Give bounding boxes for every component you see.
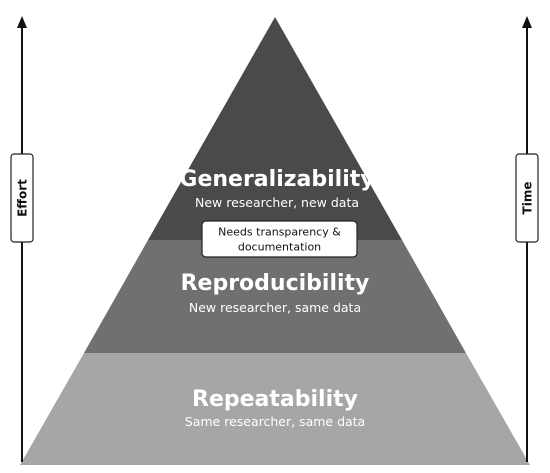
tier-reproducibility-shape <box>84 240 466 353</box>
time-label: Time <box>521 182 535 215</box>
tier-generalizability-shape <box>148 17 402 240</box>
effort-arrowhead-icon <box>17 16 27 28</box>
tier-reproducibility-subtitle: New researcher, same data <box>189 300 361 315</box>
time-arrowhead-icon <box>522 16 532 28</box>
tier-generalizability-title: Generalizability <box>179 167 374 192</box>
tier-reproducibility-title: Reproducibility <box>181 271 370 296</box>
tier-repeatability-title: Repeatability <box>192 387 358 412</box>
effort-label-box <box>10 153 34 243</box>
callout-line-1: Needs transparency & <box>218 226 341 239</box>
tier-generalizability-subtitle: New researcher, new data <box>195 195 359 210</box>
effort-label: Effort <box>16 179 30 217</box>
effort-axis: Effort <box>10 16 34 462</box>
tier-repeatability-shape <box>20 353 530 465</box>
tier-repeatability-subtitle: Same researcher, same data <box>185 414 365 429</box>
time-label-box <box>515 153 539 243</box>
callout-box: Needs transparency & documentation <box>201 220 358 258</box>
callout-line-2: documentation <box>238 241 321 254</box>
time-axis: Time <box>515 16 539 462</box>
